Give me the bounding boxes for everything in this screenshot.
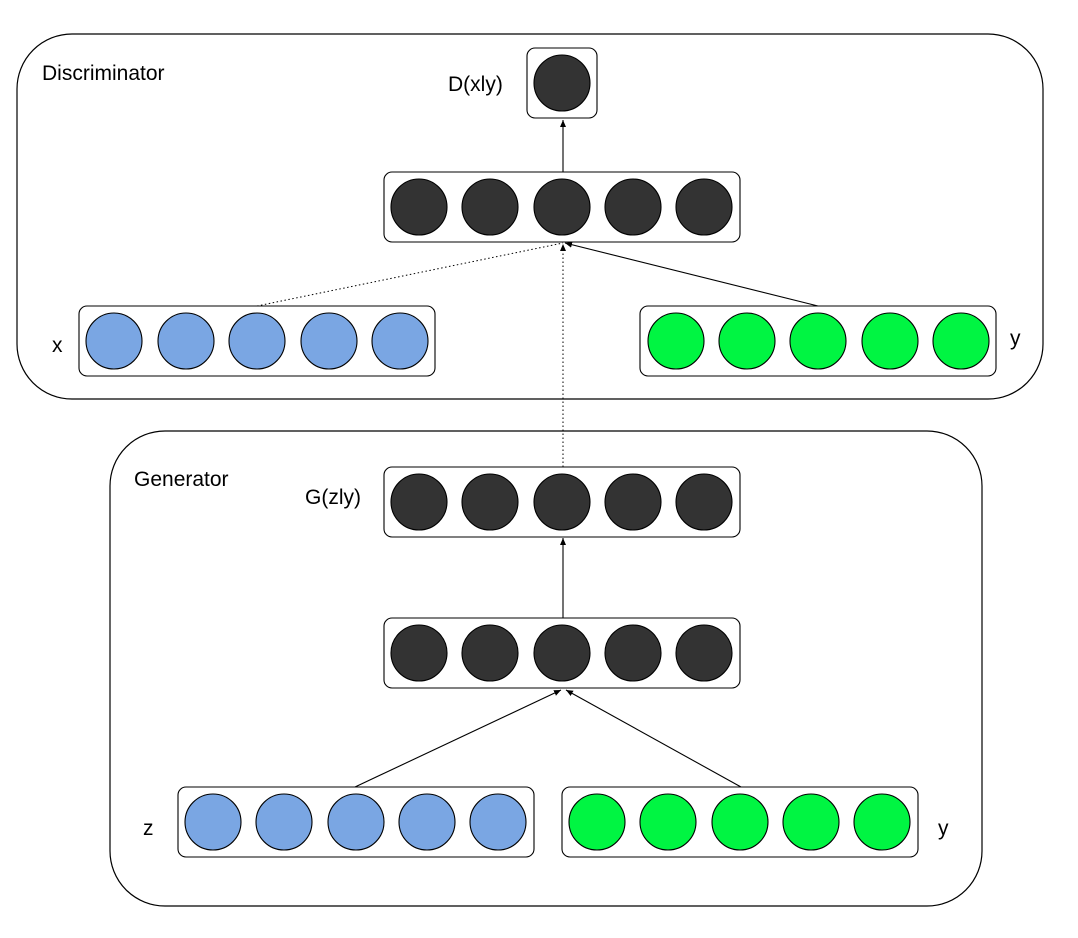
d-x-label: x (52, 334, 63, 357)
g-z-node-3 (327, 793, 385, 851)
g-hidden-node-1 (390, 624, 448, 682)
edge-x-to-d-hidden (256, 242, 564, 307)
d-y-node-2 (718, 312, 776, 370)
g-z-label: z (143, 817, 154, 840)
g-y-node-2 (639, 793, 697, 851)
g-output-node-5 (675, 473, 733, 531)
g-hidden-node-4 (604, 624, 662, 682)
d-y-node-1 (647, 312, 705, 370)
d-y-label: y (1010, 327, 1021, 350)
d-x-node-3 (228, 312, 286, 370)
d-hidden-node-5 (675, 178, 733, 236)
d-x-node-2 (157, 312, 215, 370)
discriminator-title: Discriminator (42, 62, 165, 85)
d-y-node-4 (861, 312, 919, 370)
g-hidden-node-3 (533, 624, 591, 682)
g-z-node-5 (469, 793, 527, 851)
edge-gy-to-g-hidden (565, 689, 742, 788)
d-hidden-node-1 (390, 178, 448, 236)
d-x-node-4 (300, 312, 358, 370)
edge-y-to-d-hidden (564, 241, 819, 307)
d-y-node-3 (789, 312, 847, 370)
edge-z-to-g-hidden (354, 689, 562, 788)
d-x-node-5 (371, 312, 429, 370)
generator-title: Generator (134, 468, 229, 491)
d-y-node-5 (932, 312, 990, 370)
g-y-node-5 (853, 793, 911, 851)
g-z-node-1 (184, 793, 242, 851)
d-hidden-node-3 (533, 178, 591, 236)
g-y-node-4 (782, 793, 840, 851)
edges (256, 120, 819, 788)
g-output-node-1 (390, 473, 448, 531)
g-y-node-3 (711, 793, 769, 851)
g-hidden-node-5 (675, 624, 733, 682)
g-output-node-2 (461, 473, 519, 531)
g-z-node-4 (398, 793, 456, 851)
g-y-label: y (938, 817, 949, 840)
g-output-node-3 (533, 473, 591, 531)
d-hidden-node-4 (604, 178, 662, 236)
g-hidden-node-2 (461, 624, 519, 682)
d-output-node (533, 54, 591, 112)
g-z-node-2 (255, 793, 313, 851)
g-output-label: G(zly) (305, 486, 361, 509)
g-y-node-1 (568, 793, 626, 851)
d-output-label: D(xly) (448, 73, 503, 96)
d-x-node-1 (85, 312, 143, 370)
g-output-node-4 (604, 473, 662, 531)
d-hidden-node-2 (461, 178, 519, 236)
